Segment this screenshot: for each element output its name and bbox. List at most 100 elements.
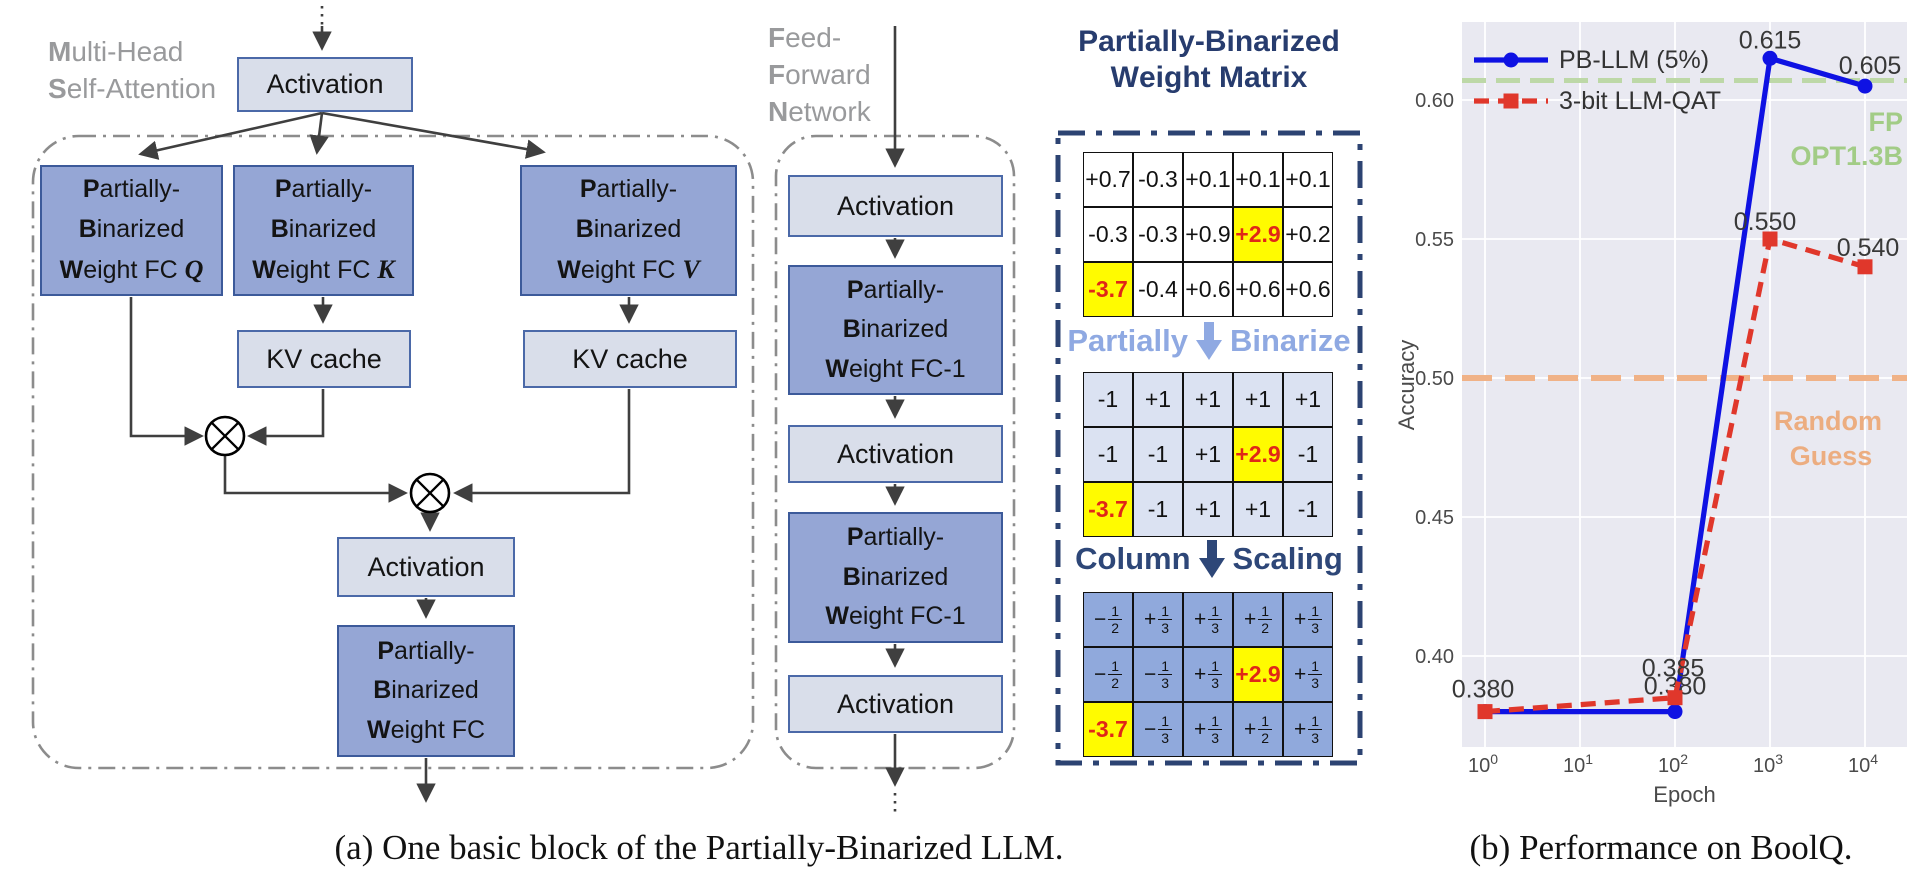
ffn-activation-label-2: Activation [836, 438, 955, 469]
matrix-cell: +2.9 [1233, 427, 1283, 482]
svg-text:100: 100 [1468, 751, 1498, 777]
matrix-cell: +1 [1283, 372, 1333, 427]
matrix-full-precision: +0.7-0.3+0.1+0.1+0.1-0.3-0.3+0.9+2.9+0.2… [1083, 152, 1333, 317]
matrix-panel-title: Partially-Binarized Weight Matrix [1058, 24, 1360, 96]
ffn-activation-1: Activation [788, 175, 1003, 237]
kv-cache-label-1: KV cache [266, 343, 382, 374]
matrix-cell: -0.3 [1133, 152, 1183, 207]
fc-q-box: Partially- Binarized Weight FC Q [40, 165, 223, 296]
column-scaling-step: Column Scaling [1058, 540, 1360, 578]
svg-text:3-bit LLM-QAT: 3-bit LLM-QAT [1559, 87, 1721, 115]
matrix-cell: +0.6 [1183, 262, 1233, 317]
matrix-cell: -0.3 [1083, 207, 1133, 262]
matrix-cell: -1 [1083, 427, 1133, 482]
svg-text:Epoch: Epoch [1653, 782, 1715, 807]
svg-text:Accuracy: Accuracy [1398, 340, 1419, 430]
matrix-cell: +0.2 [1283, 207, 1333, 262]
fc-v-line2: Binarized [575, 214, 682, 243]
matrix-cell: +1 [1183, 482, 1233, 537]
matrix-cell: -1 [1133, 482, 1183, 537]
step2-left-text: Column [1075, 541, 1191, 576]
multiply-icon [204, 415, 246, 457]
matrix-cell: +0.6 [1283, 262, 1333, 317]
ffn-fc-box-1: Partially- Binarized Weight FC-1 [788, 265, 1003, 395]
activation-box-top: Activation [237, 57, 413, 112]
fc-k-line2: Binarized [270, 214, 377, 243]
fc-v-box: Partially- Binarized Weight FC V [520, 165, 737, 296]
svg-text:Guess: Guess [1790, 441, 1873, 471]
matrix-cell: +1 [1183, 427, 1233, 482]
ffn-fc1-line1: Partially- [846, 275, 945, 304]
fc-v-line3: Weight FC V [557, 249, 699, 291]
activation-label: Activation [266, 69, 384, 99]
fc-out-line1: Partially- [377, 636, 475, 665]
matrix-cell: +1 [1133, 372, 1183, 427]
diagram-connectors [31, 6, 1363, 815]
fc-v-line1: Partially- [579, 175, 678, 204]
fc-q-line3-text: Weight FC [59, 256, 178, 285]
fc-k-line3: Weight FC K [252, 249, 394, 291]
matrix-cell: +1 [1233, 482, 1283, 537]
fc-out-line2: Binarized [373, 676, 479, 705]
svg-text:104: 104 [1848, 751, 1878, 777]
svg-text:101: 101 [1563, 751, 1593, 777]
svg-text:PB-LLM (5%): PB-LLM (5%) [1559, 46, 1709, 74]
partially-binarize-step: Partially Binarize [1058, 322, 1360, 360]
svg-text:0.50: 0.50 [1415, 368, 1454, 390]
ffn-fc1-line2: Binarized [842, 315, 949, 344]
step2-right-text: Scaling [1232, 541, 1343, 576]
caption-b: (b) Performance on BoolQ. [1469, 828, 1853, 867]
ffn-activation-2: Activation [788, 425, 1003, 483]
mhsa-label-line1: Multi-Head [48, 36, 184, 67]
matrix-cell: -0.4 [1133, 262, 1183, 317]
svg-text:103: 103 [1753, 751, 1783, 777]
ffn-label-line2: Forward [768, 58, 871, 90]
svg-text:Random: Random [1774, 406, 1882, 436]
fc-k-line3-text: Weight FC [252, 256, 371, 285]
matrix-cell: -1 [1283, 482, 1333, 537]
multiply-icon [409, 472, 451, 514]
fc-out-line3: Weight FC [366, 715, 486, 744]
matrix-cell: +0.1 [1283, 152, 1333, 207]
svg-text:0.380: 0.380 [1452, 676, 1515, 704]
kv-cache-box-2: KV cache [523, 330, 737, 388]
step1-right-text: Binarize [1230, 323, 1351, 358]
fc-v-line3-text: Weight FC [557, 256, 676, 285]
matrix-binarized: -1+1+1+1+1-1-1+1+2.9-1-3.7-1+1+1-1 [1083, 372, 1333, 537]
ffn-activation-3: Activation [788, 675, 1003, 733]
svg-text:0.40: 0.40 [1415, 646, 1454, 668]
fc-v-var: V [682, 255, 700, 285]
matrix-title-line2: Weight Matrix [1110, 61, 1308, 94]
fc-q-line1: Partially- [82, 175, 181, 204]
fc-q-var: Q [184, 255, 204, 285]
fc-out-box: Partially- Binarized Weight FC [337, 625, 515, 757]
matrix-cell: -3.7 [1083, 262, 1133, 317]
ffn-fc2-line1: Partially- [846, 523, 945, 552]
matrix-cell: -1 [1083, 372, 1133, 427]
matrix-cell: -3.7 [1083, 482, 1133, 537]
binarize-arrow-down-icon [1196, 322, 1222, 360]
matrix-cell: +2.9 [1233, 647, 1283, 702]
fc-q-line3: Weight FC Q [60, 249, 204, 291]
caption-a: (a) One basic block of the Partially-Bin… [334, 828, 1064, 867]
ffn-fc1-line3: Weight FC-1 [825, 354, 966, 383]
kv-cache-box-1: KV cache [237, 330, 411, 388]
svg-text:0.615: 0.615 [1739, 26, 1802, 54]
activation-label-mid: Activation [367, 551, 485, 582]
svg-text:0.55: 0.55 [1415, 229, 1454, 251]
kv-cache-label-2: KV cache [572, 343, 688, 374]
svg-text:102: 102 [1658, 751, 1688, 777]
scaling-arrow-down-icon [1198, 540, 1225, 578]
matrix-title-line1: Partially-Binarized [1078, 25, 1340, 58]
